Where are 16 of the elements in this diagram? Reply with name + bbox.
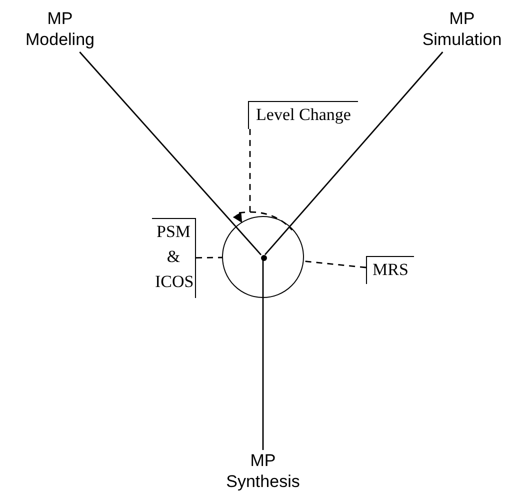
label-text: PSM & ICOS [155, 221, 192, 293]
cycle-circle [222, 216, 304, 298]
label-text: Level Change [255, 104, 352, 126]
bracketed-label [366, 256, 414, 284]
dashed-leader-line [304, 260, 366, 268]
label-text: MRS [372, 259, 410, 281]
connector-line [264, 52, 444, 256]
label-text: MP Modeling [12, 8, 108, 52]
dashed-leader-line [232, 129, 251, 223]
dashed-leader-line [196, 256, 222, 258]
connector-line [262, 260, 264, 450]
bracketed-label [248, 101, 358, 129]
connector-line [79, 52, 262, 256]
center-dot [261, 255, 267, 261]
label-text: MP Simulation [412, 8, 512, 52]
label-text: MP Synthesis [215, 450, 311, 494]
